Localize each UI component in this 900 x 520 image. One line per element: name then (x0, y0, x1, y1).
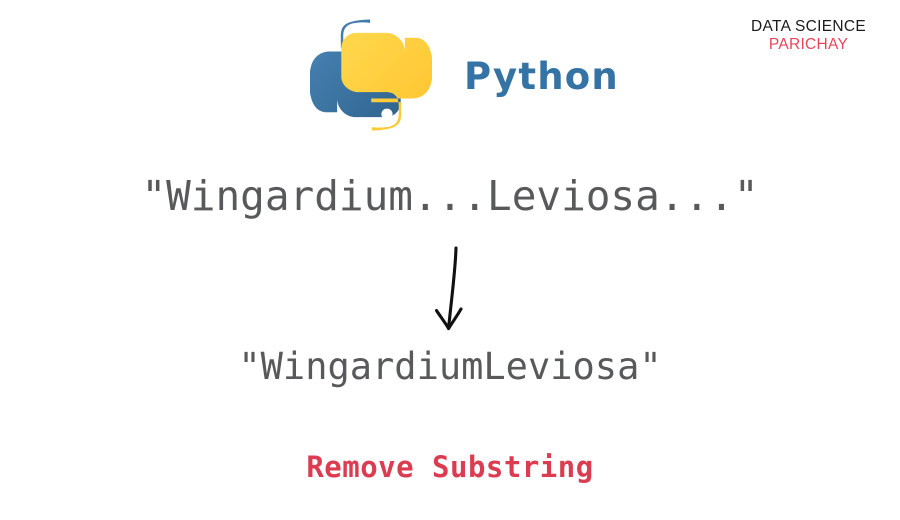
python-logo-icon (310, 14, 432, 136)
input-string-text: "Wingardium...Leviosa..." (141, 172, 759, 220)
python-wordmark: Python (464, 54, 619, 98)
brand-watermark: DATA SCIENCE PARICHAY (751, 18, 866, 55)
output-string-text: "WingardiumLeviosa" (238, 345, 662, 388)
python-branding: Python (310, 14, 619, 136)
caption-text: Remove Substring (306, 450, 594, 484)
down-arrow-icon (415, 240, 495, 340)
brand-line-data-science: DATA SCIENCE (751, 18, 866, 35)
brand-line-parichay: PARICHAY (768, 36, 849, 54)
